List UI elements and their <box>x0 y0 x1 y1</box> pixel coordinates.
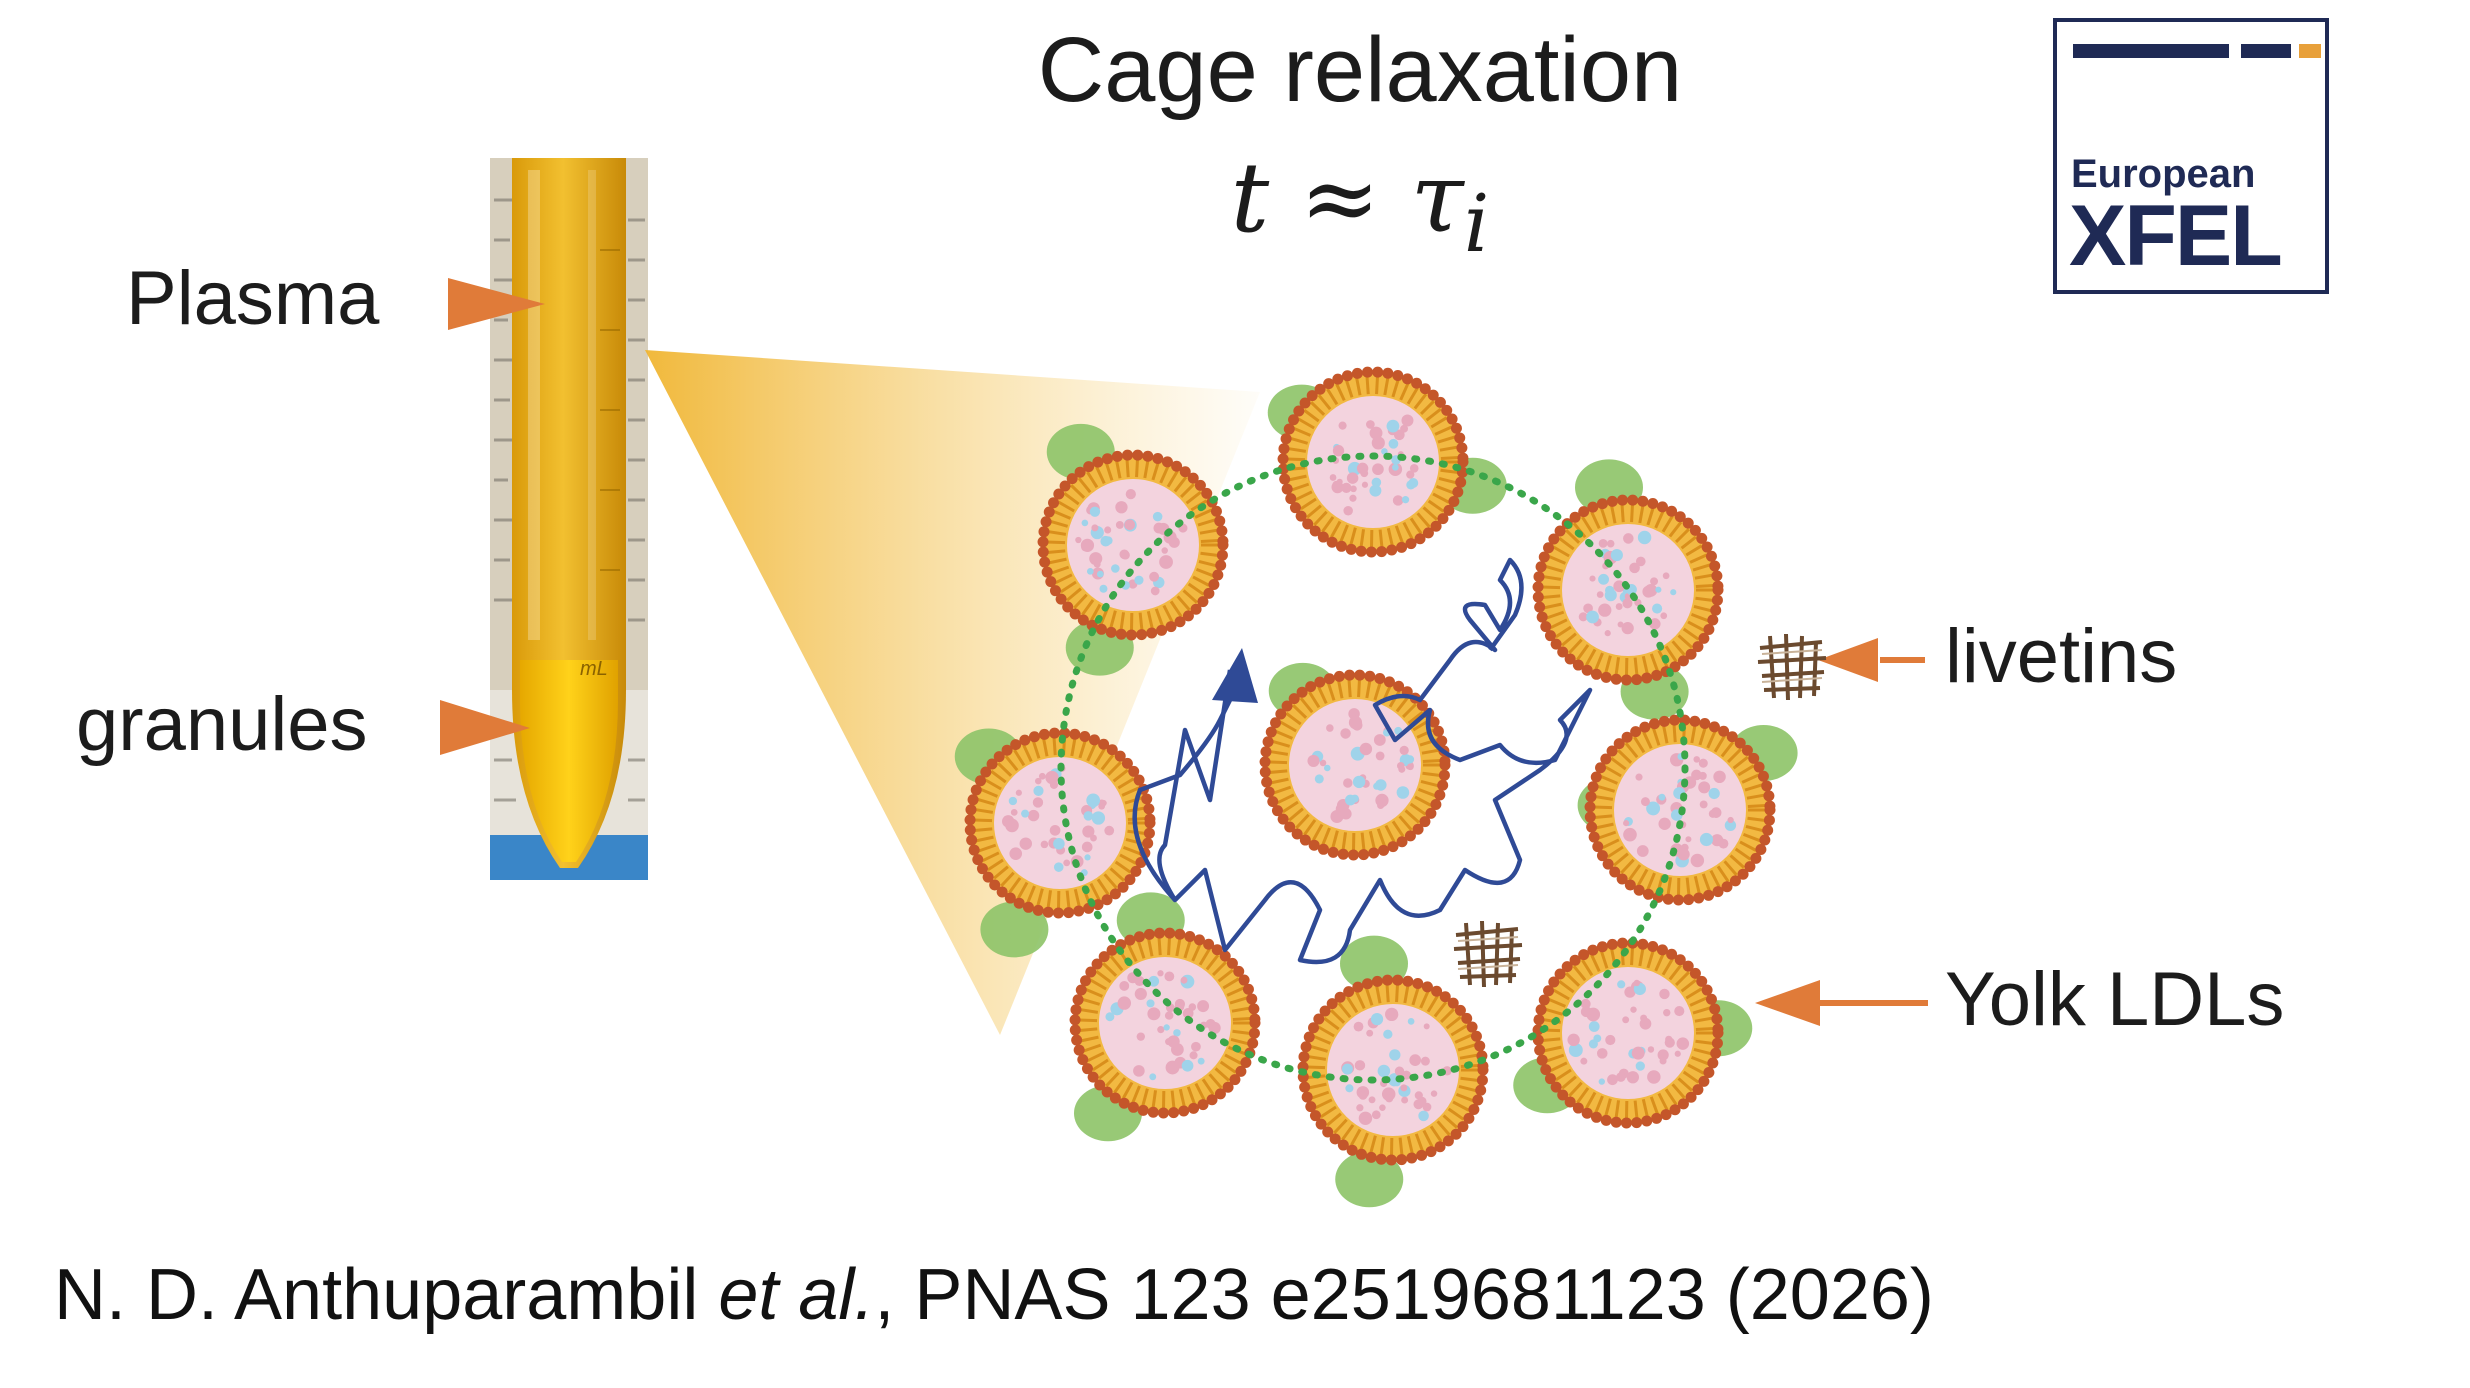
tube-photo: mL <box>490 158 648 880</box>
ldl-particle <box>1069 892 1261 1142</box>
ldl-particle <box>954 727 1156 958</box>
label-arrows <box>440 278 1928 1026</box>
phospholipid-heads <box>1297 974 1489 1166</box>
tube-ml-marking: mL <box>580 658 608 680</box>
lipid-tails <box>1047 459 1219 632</box>
livetin-aggregate-right <box>1757 633 1827 701</box>
lipid-tails <box>974 737 1146 910</box>
livetins-arrow <box>1818 638 1878 682</box>
core-speckles <box>1578 530 1677 637</box>
formula-base: t ≈ τ <box>1230 142 1464 254</box>
diagram-title: Cage relaxation <box>1037 19 1683 121</box>
livetins-label: livetins <box>1945 614 2178 699</box>
phospholipid-heads <box>1037 449 1229 641</box>
diffusion-trajectory <box>1157 557 1593 965</box>
lipid-tails <box>1542 504 1714 677</box>
livetin-aggregate-center <box>1453 920 1523 988</box>
phospholipid-heads <box>1277 366 1469 558</box>
formula-subscript: i <box>1463 177 1490 271</box>
ldl-particle <box>1297 935 1489 1208</box>
citation-authors: N. D. Anthuparambil <box>54 1255 719 1335</box>
phospholipid-heads <box>1532 494 1724 686</box>
ldl-particle <box>1577 714 1798 906</box>
logo-bar-accent <box>2299 44 2321 58</box>
lipid-core <box>994 757 1126 889</box>
core-speckles <box>1623 753 1737 868</box>
core-speckles <box>1075 489 1188 596</box>
logo-xfel: XFEL <box>2069 188 2283 284</box>
cage-diagram <box>954 366 1798 1208</box>
logo-bar-short <box>2241 44 2291 58</box>
lipid-core <box>1562 967 1694 1099</box>
citation-journal: , PNAS 123 e2519681123 (2026) <box>874 1255 1934 1335</box>
core-speckles <box>1567 979 1690 1086</box>
ldl-particle <box>1513 937 1753 1129</box>
yolk-ldls-label: Yolk LDLs <box>1945 957 2285 1042</box>
lipid-tails <box>1594 724 1766 897</box>
diffusion-trajectory-start <box>1132 688 1238 902</box>
phospholipid-heads <box>1532 937 1724 1129</box>
lipid-core <box>1307 396 1439 528</box>
core-speckles <box>1105 970 1221 1081</box>
lipid-tails <box>1307 984 1479 1157</box>
trajectory-arrowhead <box>1212 648 1258 703</box>
cage-boundary <box>1057 452 1689 1084</box>
phospholipid-heads <box>1259 669 1451 861</box>
yolk-ldls-arrow <box>1755 980 1820 1026</box>
phospholipid-heads <box>1584 714 1776 906</box>
phospholipid-heads <box>964 727 1156 919</box>
plasma-label: Plasma <box>126 256 380 341</box>
phospholipid-heads <box>1069 927 1261 1119</box>
ldl-particle <box>1267 366 1507 558</box>
citation-etal: et al. <box>718 1255 875 1335</box>
logo-european: European <box>2071 152 2256 196</box>
lipid-tails <box>1079 937 1251 1110</box>
relaxation-time-formula: t ≈ τi <box>980 138 1740 284</box>
european-xfel-logo: European XFEL <box>2053 18 2329 294</box>
plasma-arrow <box>448 278 545 330</box>
apoprotein-blob <box>980 901 1049 958</box>
ldl-particle <box>1259 662 1451 861</box>
citation: N. D. Anthuparambil et al., PNAS 123 e25… <box>54 1250 1934 1340</box>
core-speckles <box>1307 708 1415 824</box>
ldl-particle <box>1037 423 1229 676</box>
lipid-tails <box>1542 947 1714 1120</box>
apoprotein-blob <box>1335 1151 1404 1208</box>
logo-bar-long <box>2073 44 2229 58</box>
lipid-core <box>1099 957 1231 1089</box>
lipid-tails <box>1287 376 1459 549</box>
granules-arrow <box>440 700 530 755</box>
ldl-particle <box>1532 459 1724 720</box>
granules-label: granules <box>76 682 368 767</box>
lipid-tails <box>1269 679 1441 852</box>
